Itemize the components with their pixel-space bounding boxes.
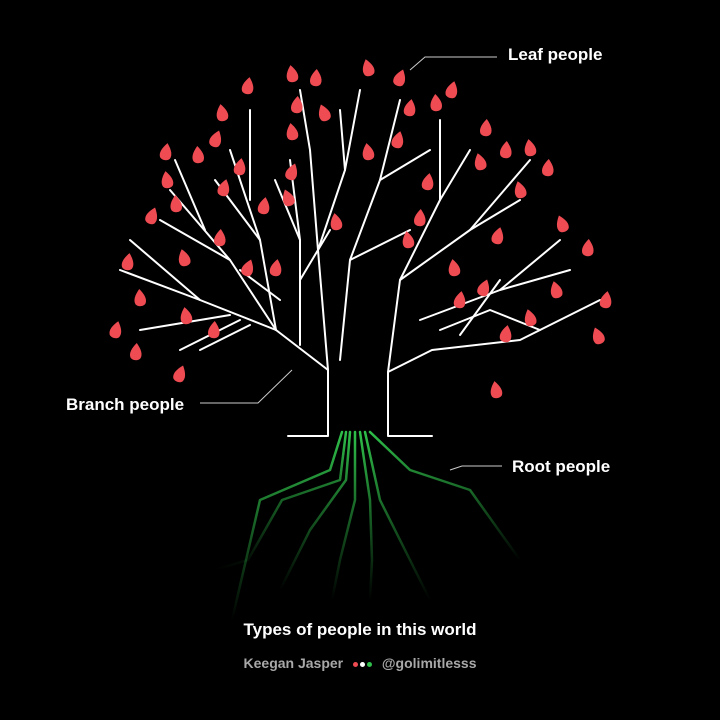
leaf-icon — [524, 139, 537, 157]
leaf-icon — [491, 227, 504, 245]
roots — [213, 430, 522, 622]
leaf-icon — [550, 281, 563, 299]
leaf-icon — [282, 189, 295, 207]
leaf-icon — [499, 325, 512, 343]
leaf-icon — [121, 253, 134, 271]
leaf-icon — [445, 81, 458, 99]
leaf-icon — [286, 65, 299, 83]
leaf-icon — [393, 69, 406, 87]
leaf-icon — [269, 259, 282, 277]
leaf-icon — [474, 153, 487, 171]
leaf-icon — [257, 197, 270, 215]
leaf-icon — [173, 365, 186, 383]
leaf-icon — [592, 327, 605, 345]
author-name: Keegan Jasper — [243, 655, 344, 671]
leaf-icon — [134, 289, 146, 307]
leaf-icon — [170, 195, 182, 213]
root-line — [278, 430, 352, 592]
leaf-icon — [180, 307, 193, 325]
root-line — [330, 430, 357, 602]
leaf-icon — [414, 209, 426, 227]
leaf-icon — [514, 181, 527, 199]
leaf-icon — [582, 239, 594, 257]
leaf-icon — [145, 207, 158, 225]
leaf-icon — [214, 229, 226, 247]
root-line — [213, 430, 348, 572]
leaf-icon — [330, 213, 343, 231]
leaf-icon — [362, 143, 375, 161]
leaf-icon — [285, 163, 298, 181]
leaf-icon — [403, 99, 416, 117]
leaf-icon — [241, 77, 254, 95]
leaf-icon — [477, 279, 490, 297]
leaf-icon — [453, 291, 466, 309]
leaf-icon — [556, 215, 569, 233]
leaf-icon — [402, 231, 415, 249]
leaf-icon — [542, 159, 554, 177]
branch-people-label: Branch people — [66, 395, 185, 414]
leaf-icon — [291, 96, 303, 114]
leaf-people-label: Leaf people — [508, 45, 603, 64]
callouts — [200, 56, 502, 471]
leaf-icon — [178, 249, 191, 267]
leaf-callout — [409, 56, 497, 71]
root-line — [358, 430, 374, 602]
leaf-icon — [500, 141, 512, 159]
leaf-icon — [192, 146, 204, 164]
leaf-icon — [490, 381, 503, 399]
branches — [119, 89, 601, 437]
leaf-icon — [130, 343, 142, 361]
leaf-icon — [286, 123, 299, 141]
root-callout — [449, 465, 502, 471]
leaf-icon — [161, 171, 174, 189]
root-people-label: Root people — [512, 457, 611, 476]
leaf-icon — [421, 173, 434, 191]
root-line — [368, 430, 522, 562]
trunk — [275, 329, 329, 437]
author-handle: @golimitlesss — [381, 655, 477, 671]
root-line — [230, 430, 344, 622]
leaf-icon — [233, 158, 246, 176]
leaf-icon — [310, 69, 322, 87]
leaf-icon — [524, 309, 537, 327]
leaf-icon — [208, 321, 220, 339]
branch-callout — [200, 369, 293, 404]
page-title: Types of people in this world — [243, 620, 477, 639]
root-line — [363, 430, 432, 602]
leaf-icon — [109, 321, 122, 339]
leaf-icon — [318, 104, 331, 122]
leaf-icon — [448, 259, 461, 277]
leaf-icon — [209, 130, 222, 148]
credit-line: Keegan Jasper @golimitlesss — [0, 655, 720, 671]
leaf-icon — [159, 143, 172, 161]
leaves — [109, 59, 612, 399]
leaf-icon — [217, 179, 230, 197]
leaf-icon — [430, 94, 442, 112]
leaf-icon — [362, 59, 375, 77]
leaf-icon — [599, 291, 612, 309]
leaf-icon — [480, 119, 492, 137]
leaf-icon — [241, 259, 254, 277]
leaf-icon — [216, 104, 229, 122]
leaf-icon — [391, 131, 404, 149]
separator-dots-icon — [352, 655, 377, 671]
trunk-right — [387, 299, 601, 437]
